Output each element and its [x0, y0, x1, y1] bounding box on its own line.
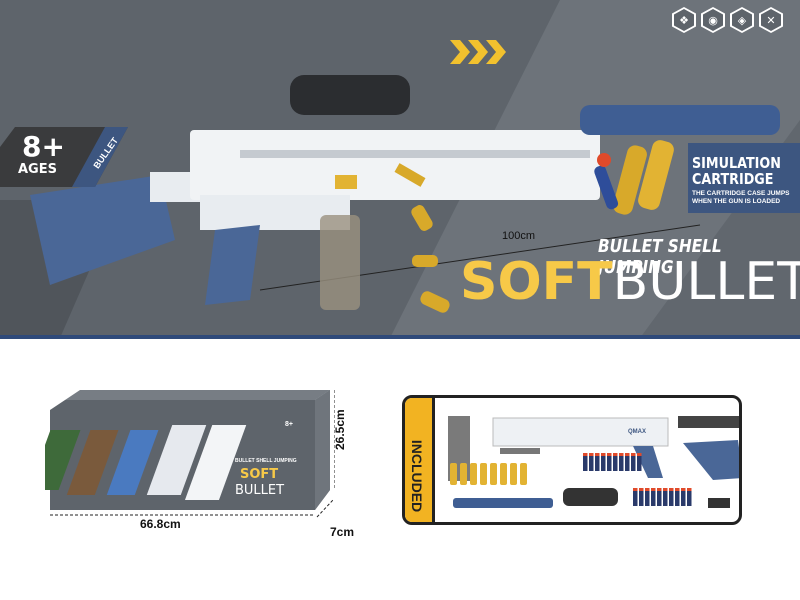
- simulation-panel: [688, 143, 800, 213]
- dart: [657, 488, 662, 506]
- dart: [619, 453, 624, 471]
- dart: [613, 453, 618, 471]
- shell: [510, 463, 517, 485]
- dart: [625, 453, 630, 471]
- age-label: AGES: [18, 162, 57, 177]
- dart-tip: [637, 453, 642, 456]
- dart: [651, 488, 656, 506]
- dart-tip: [619, 453, 624, 456]
- gun-illustration: [30, 75, 780, 313]
- dart-tip: [663, 488, 668, 491]
- dart: [589, 453, 594, 471]
- safety-hex-icon: ◉: [701, 7, 725, 33]
- shell: [520, 463, 527, 485]
- dart: [607, 453, 612, 471]
- dart-tip: [657, 488, 662, 491]
- dart-tip: [595, 453, 600, 456]
- sound-hex-icon: ◈: [730, 7, 754, 33]
- dart: [645, 488, 650, 506]
- dart-tip: [633, 488, 638, 491]
- dart: [639, 488, 644, 506]
- dart-tip: [589, 453, 594, 456]
- dart: [633, 488, 638, 506]
- dart: [637, 453, 642, 471]
- dart-tip: [639, 488, 644, 491]
- divider: [0, 335, 800, 339]
- length-label: 100cm: [502, 230, 536, 242]
- box-soft: SOFT: [240, 467, 278, 482]
- dart: [663, 488, 668, 506]
- dart: [687, 488, 692, 506]
- dart-tip: [613, 453, 618, 456]
- dart: [675, 488, 680, 506]
- package-box: SOFT BULLET BULLET SHELL JUMPING 8+: [45, 390, 335, 518]
- box-depth: 7cm: [330, 525, 355, 539]
- dart-tip: [625, 453, 630, 456]
- shell: [450, 463, 457, 485]
- dart: [601, 453, 606, 471]
- included-panel: INCLUDED QMAX: [402, 395, 742, 525]
- dart: [669, 488, 674, 506]
- dart: [681, 488, 686, 506]
- dart: [595, 453, 600, 471]
- banner-background: [0, 0, 800, 338]
- age-badge: [0, 127, 128, 187]
- age-number: 8+: [22, 130, 65, 163]
- dart-tip: [583, 453, 588, 456]
- shell: [480, 463, 487, 485]
- tagline: BULLET SHELL JUMPING: [598, 236, 722, 278]
- box-height: 26.5cm: [333, 409, 347, 450]
- dart: [631, 453, 636, 471]
- dart-tip: [669, 488, 674, 491]
- dart-tip: [607, 453, 612, 456]
- box-bullet: BULLET: [235, 483, 284, 498]
- dart-tip: [651, 488, 656, 491]
- dart-tip: [687, 488, 692, 491]
- shell: [460, 463, 467, 485]
- box-tagline: BULLET SHELL JUMPING: [235, 458, 297, 464]
- included-tab: [405, 398, 435, 522]
- feature-icons: ❖ ◉ ◈ ✕: [672, 7, 783, 33]
- dart-tip: [631, 453, 636, 456]
- brand-label: QMAX: [628, 429, 646, 435]
- dart-tip: [645, 488, 650, 491]
- shell: [470, 463, 477, 485]
- blocks-hex-icon: ❖: [672, 7, 696, 33]
- shell: [500, 463, 507, 485]
- dart-tip: [675, 488, 680, 491]
- dart-tip: [681, 488, 686, 491]
- dart-tip: [601, 453, 606, 456]
- included-parts: QMAX: [448, 416, 739, 508]
- product-title: SOFTBULLET: [460, 252, 800, 312]
- dart: [583, 453, 588, 471]
- chevrons-icon: [450, 40, 506, 64]
- shell: [490, 463, 497, 485]
- box-width: 66.8cm: [140, 517, 181, 531]
- cross-hex-icon: ✕: [759, 7, 783, 33]
- box-age: 8+: [285, 421, 293, 428]
